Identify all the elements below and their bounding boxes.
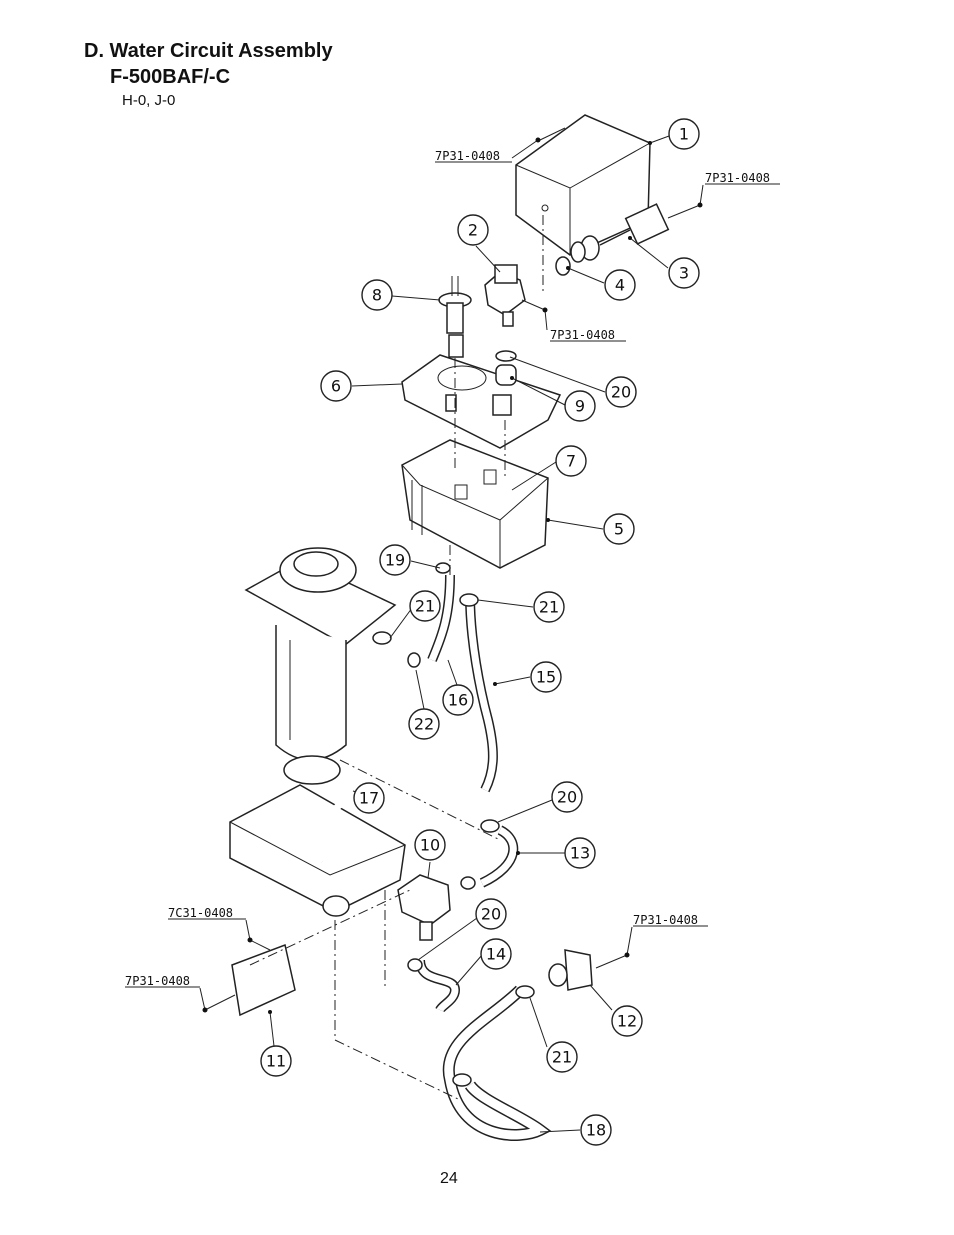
model-number: F-500BAF/-C	[110, 66, 231, 88]
svg-text:9: 9	[575, 397, 585, 416]
callout-14: 14	[480, 938, 512, 970]
callout-10: 10	[414, 829, 446, 861]
part-hoses	[316, 574, 552, 1141]
svg-text:20: 20	[557, 788, 577, 807]
svg-text:18: 18	[586, 1121, 606, 1140]
svg-text:17: 17	[359, 789, 379, 808]
part-code: 7P31-0408	[435, 149, 500, 163]
part-code: 7P31-0408	[550, 328, 615, 342]
callout-20a: 20	[605, 376, 637, 408]
svg-text:1: 1	[679, 125, 689, 144]
part-code: 7P31-0408	[125, 974, 190, 988]
part-code-labels: 7P31-0408 7P31-0408 7P31-0408 7C31-0408 …	[125, 149, 780, 988]
part-control-box	[515, 114, 651, 256]
part-nozzle	[495, 350, 517, 386]
assembly-center-lines	[249, 215, 544, 1101]
callout-6: 6	[320, 370, 352, 402]
part-drain-valve	[397, 874, 451, 941]
callout-bubbles: 1 2 3 4 5 6 7 8 9 10 11 12 13 14 15 16 1…	[260, 118, 700, 1146]
part-reservoir	[401, 439, 549, 569]
svg-text:11: 11	[266, 1052, 286, 1071]
svg-text:10: 10	[420, 836, 440, 855]
callout-19: 19	[379, 544, 411, 576]
svg-text:13: 13	[570, 844, 590, 863]
part-washer	[555, 256, 571, 276]
revision-codes: H-0, J-0	[122, 92, 176, 109]
svg-text:6: 6	[331, 377, 341, 396]
part-inlet-fitting	[570, 203, 670, 263]
svg-text:3: 3	[679, 264, 689, 283]
callout-4: 4	[604, 269, 636, 301]
svg-text:2: 2	[468, 221, 478, 240]
svg-text:21: 21	[415, 597, 435, 616]
callout-13: 13	[564, 837, 596, 869]
part-water-valve	[484, 264, 526, 327]
callout-21c: 21	[546, 1041, 578, 1073]
callout-11: 11	[260, 1045, 292, 1077]
callout-3: 3	[668, 257, 700, 289]
svg-text:19: 19	[385, 551, 405, 570]
svg-text:14: 14	[486, 945, 506, 964]
part-evaporator-cylinder	[244, 547, 397, 785]
part-bracket	[231, 943, 296, 1017]
svg-text:4: 4	[615, 276, 625, 295]
svg-text:15: 15	[536, 668, 556, 687]
callout-21a: 21	[533, 591, 565, 623]
part-code: 7P31-0408	[633, 913, 698, 927]
callout-17: 17	[353, 782, 385, 814]
hose-clamps	[372, 562, 535, 1087]
part-reservoir-cover	[401, 354, 562, 449]
callout-20b: 20	[551, 781, 583, 813]
section-title: D. Water Circuit Assembly	[84, 40, 333, 62]
callout-8: 8	[361, 279, 393, 311]
part-code: 7C31-0408	[168, 906, 233, 920]
callout-1: 1	[668, 118, 700, 150]
callout-12: 12	[611, 1005, 643, 1037]
callout-5: 5	[603, 513, 635, 545]
svg-text:16: 16	[448, 691, 468, 710]
part-code: 7P31-0408	[705, 171, 770, 185]
callout-15: 15	[530, 661, 562, 693]
callout-2: 2	[457, 214, 489, 246]
svg-text:7: 7	[566, 452, 576, 471]
callout-16: 16	[442, 684, 474, 716]
svg-text:20: 20	[611, 383, 631, 402]
svg-text:8: 8	[372, 286, 382, 305]
callout-9: 9	[564, 390, 596, 422]
callout-20c: 20	[475, 898, 507, 930]
leader-dots	[202, 137, 703, 1014]
callout-21b: 21	[409, 590, 441, 622]
leader-lines	[199, 127, 704, 1133]
callout-22: 22	[408, 708, 440, 740]
svg-text:5: 5	[614, 520, 624, 539]
svg-text:20: 20	[481, 905, 501, 924]
svg-text:21: 21	[539, 598, 559, 617]
svg-text:21: 21	[552, 1048, 572, 1067]
callout-18: 18	[580, 1114, 612, 1146]
svg-text:22: 22	[414, 715, 434, 734]
page-number: 24	[440, 1170, 458, 1187]
part-float-switch	[438, 276, 472, 358]
svg-text:12: 12	[617, 1012, 637, 1031]
part-sensor	[548, 949, 593, 991]
callout-7: 7	[555, 445, 587, 477]
